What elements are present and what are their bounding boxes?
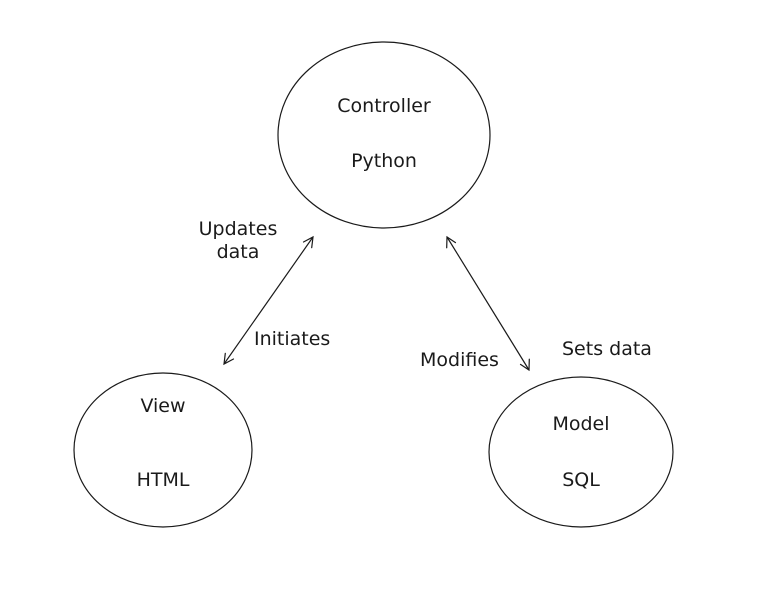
edge-controller-model-line bbox=[446, 236, 530, 371]
arrowhead-down-icon bbox=[223, 352, 235, 366]
view-tech: HTML bbox=[137, 469, 190, 491]
view-title: View bbox=[140, 395, 185, 417]
edge-label-sets-data: Sets data bbox=[562, 338, 652, 360]
controller-title: Controller bbox=[337, 95, 431, 117]
controller-node: Controller Python bbox=[277, 41, 491, 229]
model-ellipse bbox=[488, 376, 674, 528]
arrowhead-up-icon bbox=[302, 235, 314, 249]
edge-label-modifies: Modifies bbox=[420, 349, 499, 371]
edge-label-initiates: Initiates bbox=[254, 328, 330, 350]
view-node: View HTML bbox=[73, 372, 253, 528]
controller-ellipse bbox=[277, 41, 491, 229]
edge-view-controller-line bbox=[223, 236, 314, 365]
arrowhead-up-icon bbox=[446, 235, 457, 249]
arrowhead-down-icon bbox=[519, 358, 530, 372]
edge-controller-model: Modifies Sets data bbox=[420, 235, 652, 372]
edge-view-controller: Updates data Initiates bbox=[199, 218, 330, 366]
edge-label-updates: Updates bbox=[199, 218, 278, 240]
edge-label-data: data bbox=[217, 241, 260, 263]
model-node: Model SQL bbox=[488, 376, 674, 528]
model-title: Model bbox=[552, 413, 609, 435]
view-ellipse bbox=[73, 372, 253, 528]
controller-tech: Python bbox=[351, 150, 417, 172]
model-tech: SQL bbox=[562, 469, 600, 491]
